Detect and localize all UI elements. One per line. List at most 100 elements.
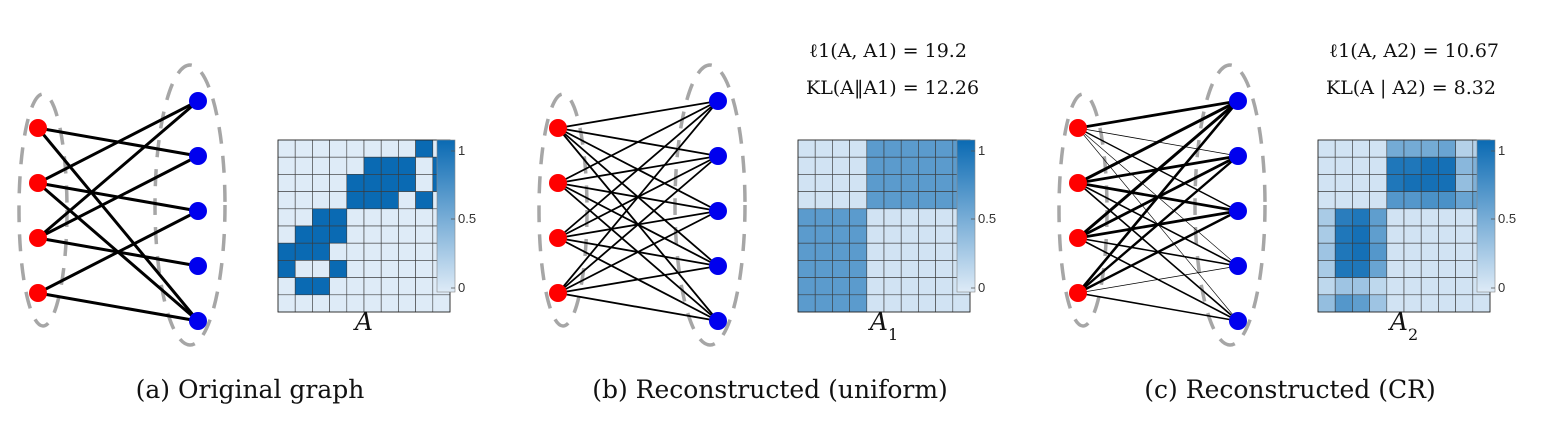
heatmap-cell [398, 277, 416, 296]
heatmap-cell [277, 191, 296, 210]
heatmap-cell [1403, 191, 1422, 210]
graph-edge [557, 210, 719, 294]
heatmap-cell [1438, 242, 1456, 261]
heatmap-cell [832, 208, 850, 227]
heatmap-cell [866, 208, 885, 227]
heatmap-cell [380, 191, 399, 210]
colorbar-tick-label: 0.5 [1498, 211, 1516, 226]
colorbar-tick-label: 0.5 [458, 211, 476, 226]
heatmap-cell [1317, 242, 1336, 261]
heatmap-cell [329, 225, 348, 244]
heatmap-cell [1369, 242, 1388, 261]
heatmap-cell [415, 294, 434, 313]
heatmap-cell [1455, 260, 1474, 278]
right-node [709, 92, 727, 110]
heatmap-cell [1438, 294, 1456, 313]
heatmap-cell [797, 242, 816, 261]
heatmap-cell [814, 225, 833, 244]
heatmap-cell [918, 191, 936, 210]
heatmap-cell [294, 174, 313, 192]
heatmap-cell [849, 294, 868, 313]
heatmap-cell [1455, 294, 1474, 313]
heatmap-cell [380, 242, 399, 261]
graph-edge [1077, 100, 1239, 294]
heatmap-cell [1420, 260, 1439, 278]
heatmap-cell [294, 225, 313, 244]
heatmap-cell [900, 156, 919, 175]
heatmap-cell [312, 174, 330, 192]
graph-edge [37, 99, 199, 240]
heatmap-cell [797, 277, 816, 296]
heatmap-cell [363, 191, 382, 210]
colorbar [956, 139, 976, 293]
graph-edge [1077, 265, 1239, 294]
heatmap-cell [1455, 225, 1474, 244]
heatmap-cell [814, 174, 833, 192]
heatmap-cell [1369, 174, 1388, 192]
heatmap-cell [1369, 277, 1388, 296]
heatmap-cell [849, 191, 868, 210]
heatmap-cell [1455, 208, 1474, 227]
heatmap-cell [883, 156, 902, 175]
heatmap-cell [294, 242, 313, 261]
heatmap-cell [797, 139, 816, 158]
left-node [549, 174, 567, 192]
heatmap-cell [277, 139, 296, 158]
right-partition-ellipse [673, 63, 747, 347]
heatmap-cell [277, 260, 296, 278]
heatmap-cell [935, 277, 954, 296]
heatmap-cell [814, 156, 833, 175]
heatmap-cell [814, 191, 833, 210]
graph-edge [37, 99, 199, 185]
heatmap-cell [294, 191, 313, 210]
heatmap-cell [935, 242, 954, 261]
heatmap-cell [1420, 208, 1439, 227]
left-partition-ellipse [537, 92, 589, 328]
graph-edge [1077, 99, 1239, 185]
heatmap-cell [1455, 191, 1474, 210]
heatmap-cell [1369, 260, 1388, 278]
right-partition-ellipse [153, 63, 227, 347]
graph-edge [557, 100, 719, 239]
heatmap-cell [918, 277, 936, 296]
graph-edge [557, 265, 719, 294]
heatmap-cell [1369, 139, 1388, 158]
graph-edge [557, 292, 719, 322]
heatmap-cell [277, 225, 296, 244]
heatmap-cell [1455, 277, 1474, 296]
graph-edge [1077, 99, 1239, 240]
heatmap-cell [797, 225, 816, 244]
heatmap-cell [1352, 174, 1370, 192]
heatmap-cell [900, 294, 919, 313]
heatmap-cell [363, 260, 382, 278]
heatmap-cell [935, 225, 954, 244]
heatmap-cell [294, 277, 313, 296]
heatmap-cell [398, 294, 416, 313]
heatmap-cell [832, 191, 850, 210]
heatmap-cell [797, 260, 816, 278]
heatmap-cell [918, 242, 936, 261]
heatmap-cell [277, 277, 296, 296]
heatmap-cell [1403, 242, 1422, 261]
right-node [1229, 147, 1247, 165]
left-node [549, 284, 567, 302]
left-node [549, 119, 567, 137]
heatmap-cell [832, 242, 850, 261]
heatmap-cell [900, 242, 919, 261]
heatmap-cell [1334, 208, 1353, 227]
heatmap-cell [1334, 174, 1353, 192]
heatmap-cell [329, 156, 348, 175]
heatmap-cell [346, 139, 365, 158]
heatmap-cell [1317, 139, 1336, 158]
colorbar [1476, 139, 1496, 293]
left-node [1069, 174, 1087, 192]
heatmap-cell [346, 242, 365, 261]
right-node [709, 312, 727, 330]
heatmap-cell [380, 277, 399, 296]
heatmap-cell [900, 139, 919, 158]
heatmap-cell [1334, 260, 1353, 278]
heatmap-cell [849, 208, 868, 227]
